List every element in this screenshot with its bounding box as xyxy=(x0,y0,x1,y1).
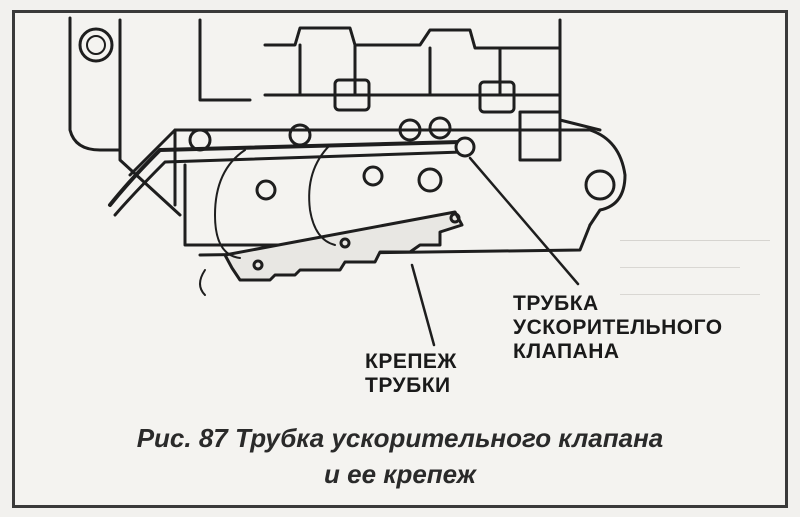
clip-label-line1: КРЕПЕЖ xyxy=(365,350,457,373)
figure-caption-line1: Рис. 87 Трубка ускорительного клапана xyxy=(136,423,664,453)
tube-label-line2: УСКОРИТЕЛЬНОГО xyxy=(513,316,723,339)
tube-label-line3: КЛАПАНА xyxy=(513,340,620,363)
tube-label-line1: ТРУБКА xyxy=(513,292,599,315)
clip-label-line2: ТРУБКИ xyxy=(365,374,451,397)
bleed-through-text xyxy=(620,230,770,311)
figure-frame xyxy=(12,10,788,508)
tube-label: ТРУБКА УСКОРИТЕЛЬНОГО КЛАПАНА xyxy=(513,292,723,364)
clip-label: КРЕПЕЖ ТРУБКИ xyxy=(365,350,457,398)
figure-caption-line2: и ее крепеж xyxy=(324,459,476,489)
